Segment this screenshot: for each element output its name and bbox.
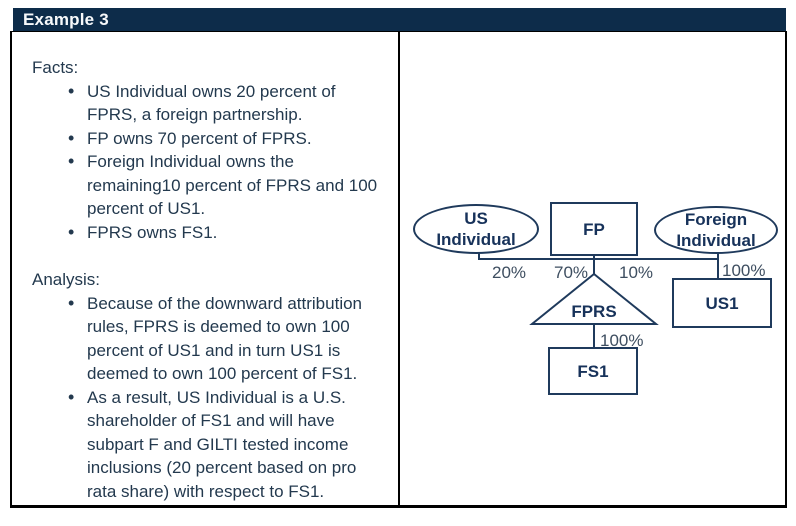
analysis-item: Because of the downward attribution rule… xyxy=(68,292,390,386)
example-title-bar: Example 3 xyxy=(13,8,786,31)
node-foreign-individual: Foreign Individual xyxy=(654,206,778,254)
ownership-connector-lines xyxy=(478,253,719,348)
node-fs1: FS1 xyxy=(548,347,638,395)
analysis-item-text: Because of the downward attribution rule… xyxy=(87,293,363,384)
edge-label-foreign-individual-us1: 100% xyxy=(722,261,766,280)
analysis-heading: Analysis: xyxy=(32,270,101,289)
node-fs1-label: FS1 xyxy=(577,361,609,381)
analysis-item: As a result, US Individual is a U.S. sha… xyxy=(68,386,390,504)
facts-item: FPRS owns FS1. xyxy=(68,221,390,245)
example-table: Facts: US Individual owns 20 percent of … xyxy=(10,31,787,508)
text-cell: Facts: US Individual owns 20 percent of … xyxy=(12,32,400,505)
node-fprs-label: FPRS xyxy=(571,302,617,321)
node-fp: FP xyxy=(550,202,638,256)
facts-item: FP owns 70 percent of FPRS. xyxy=(68,127,390,151)
facts-item: US Individual owns 20 percent of FPRS, a… xyxy=(68,80,390,127)
facts-item-text: FPRS owns FS1. xyxy=(87,222,218,242)
facts-item: Foreign Individual owns the remaining10 … xyxy=(68,150,390,221)
node-us1-label: US1 xyxy=(705,293,739,313)
diagram-cell: US Individual FP Foreign Individual FPRS… xyxy=(400,32,785,505)
node-us1: US1 xyxy=(672,278,772,328)
node-us-individual-label: US Individual xyxy=(436,209,516,249)
edge-label-fprs-fs1: 100% xyxy=(600,331,644,350)
analysis-list: Because of the downward attribution rule… xyxy=(32,292,390,504)
edge-label-foreign-individual-fprs: 10% xyxy=(618,263,654,282)
analysis-item-text: As a result, US Individual is a U.S. sha… xyxy=(87,387,357,501)
facts-item-text: Foreign Individual owns the remaining10 … xyxy=(87,152,378,218)
facts-list: US Individual owns 20 percent of FPRS, a… xyxy=(32,80,390,245)
node-foreign-individual-label: Foreign Individual xyxy=(676,210,756,250)
node-fp-label: FP xyxy=(583,219,605,239)
facts-heading: Facts: xyxy=(32,58,79,77)
node-us-individual: US Individual xyxy=(413,204,539,254)
facts-item-text: US Individual owns 20 percent of FPRS, a… xyxy=(87,81,336,125)
facts-item-text: FP owns 70 percent of FPRS. xyxy=(87,128,312,148)
edge-label-fp-fprs: 70% xyxy=(553,263,589,282)
example-title: Example 3 xyxy=(23,10,109,29)
edge-label-us-individual-fprs: 20% xyxy=(491,263,527,282)
